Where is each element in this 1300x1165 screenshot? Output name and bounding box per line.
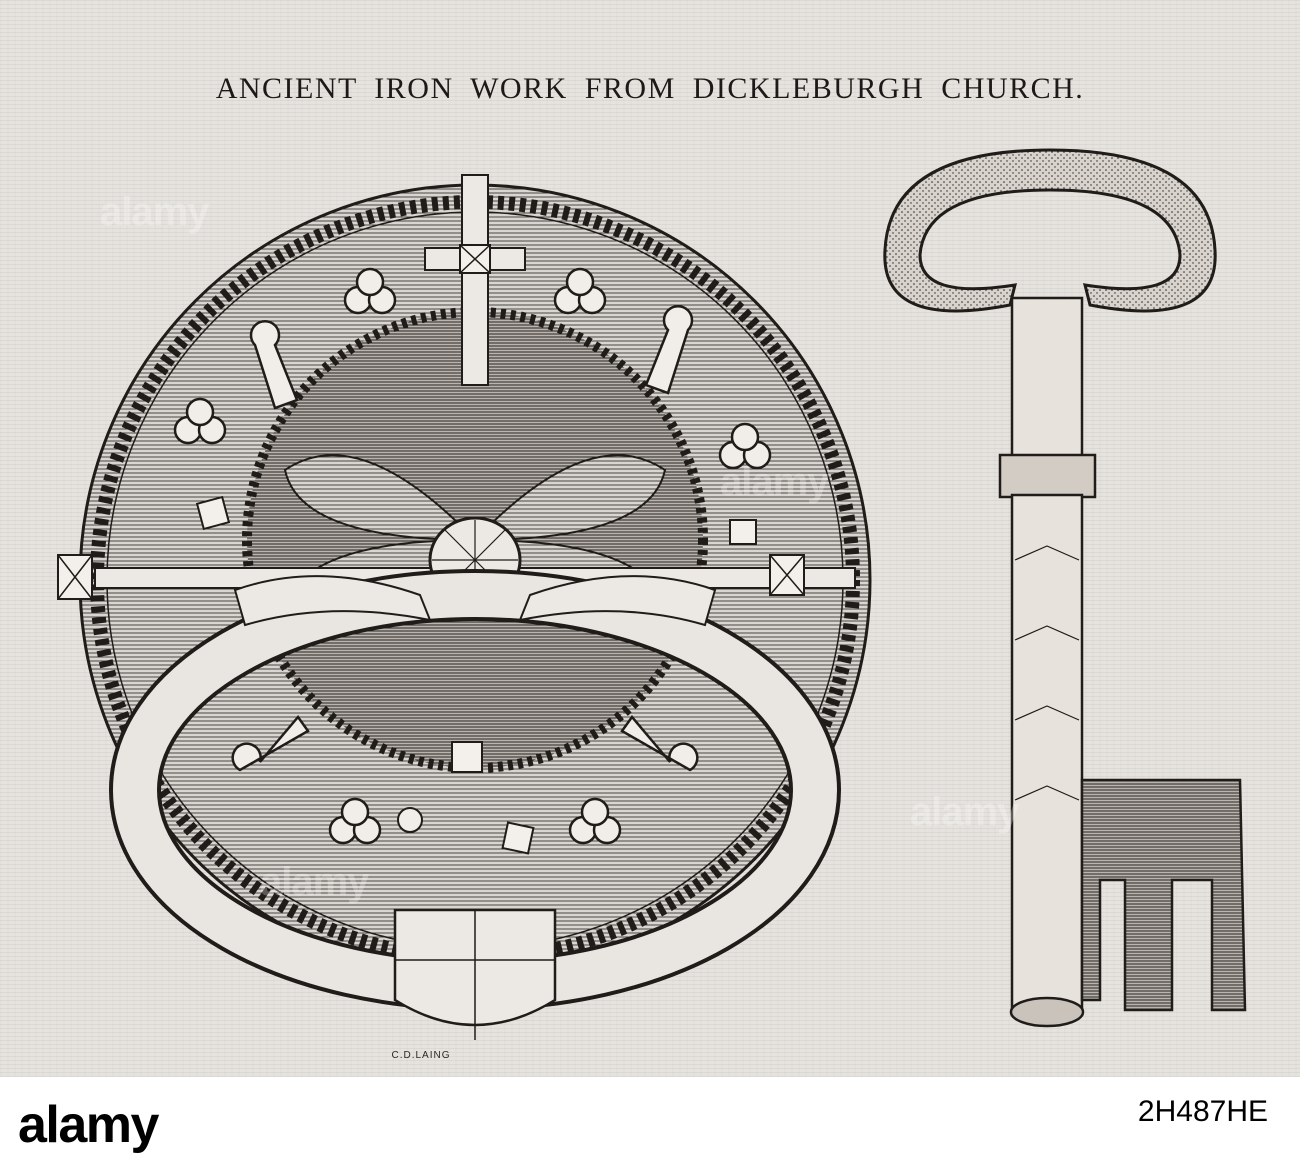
door-ring-plate [57, 174, 872, 1040]
watermark: alamy [100, 190, 209, 234]
engraving-illustration: ANCIENT IRON WORK FROM DICKLEBURGH CHURC… [0, 0, 1300, 1077]
brand-logo: alamy [18, 1096, 159, 1154]
watermark: alamy [260, 860, 369, 904]
ancient-key [883, 148, 1247, 1028]
watermark: alamy [910, 790, 1019, 834]
watermark: alamy [720, 460, 829, 504]
image-id: 2H487HE [1137, 1095, 1268, 1128]
engraving-drawing [57, 148, 1247, 1040]
engraver-signature: C.D.LAING [391, 1050, 451, 1061]
illustration-title: ANCIENT IRON WORK FROM DICKLEBURGH CHURC… [215, 72, 1085, 105]
footer-bar: alamy 2H487HE [0, 1077, 1300, 1165]
